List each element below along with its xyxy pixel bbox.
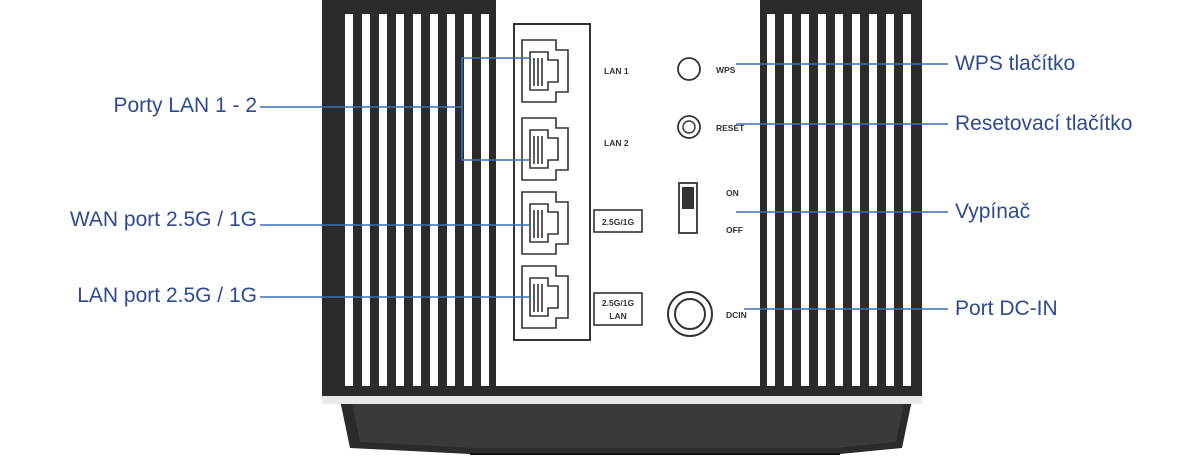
wps-button[interactable] bbox=[677, 57, 701, 81]
right-vent-grille bbox=[767, 14, 911, 386]
lan-speed-badge: 2.5G/1G LAN bbox=[593, 292, 643, 326]
power-switch[interactable] bbox=[678, 182, 698, 234]
callout-lines bbox=[260, 57, 948, 310]
left-vent-grille bbox=[345, 14, 489, 386]
lan2-port[interactable] bbox=[521, 117, 569, 181]
off-device-label: OFF bbox=[726, 225, 743, 235]
ethernet-port-frame bbox=[513, 23, 591, 341]
lan-badge-text-bottom: LAN bbox=[609, 311, 626, 321]
reset-device-label: RESET bbox=[716, 123, 745, 133]
router-base bbox=[340, 400, 912, 455]
dcin-device-label: DCIN bbox=[726, 310, 747, 320]
wps-device-label: WPS bbox=[716, 65, 736, 75]
dc-in-port[interactable] bbox=[667, 291, 713, 337]
on-device-label: ON bbox=[726, 188, 739, 198]
lan12-bracket bbox=[461, 57, 530, 161]
wan-port[interactable] bbox=[521, 191, 569, 255]
lan-2-5g-port[interactable] bbox=[521, 265, 569, 329]
lan-badge-text-top: 2.5G/1G bbox=[602, 298, 635, 308]
lan1-device-label: LAN 1 bbox=[604, 66, 629, 76]
wan-badge-text: 2.5G/1G bbox=[602, 217, 635, 227]
router-body bbox=[322, 0, 922, 404]
wan-speed-badge: 2.5G/1G bbox=[593, 209, 643, 233]
lan1-port[interactable] bbox=[521, 39, 569, 103]
lan2-device-label: LAN 2 bbox=[604, 138, 629, 148]
reset-button[interactable] bbox=[677, 115, 701, 139]
